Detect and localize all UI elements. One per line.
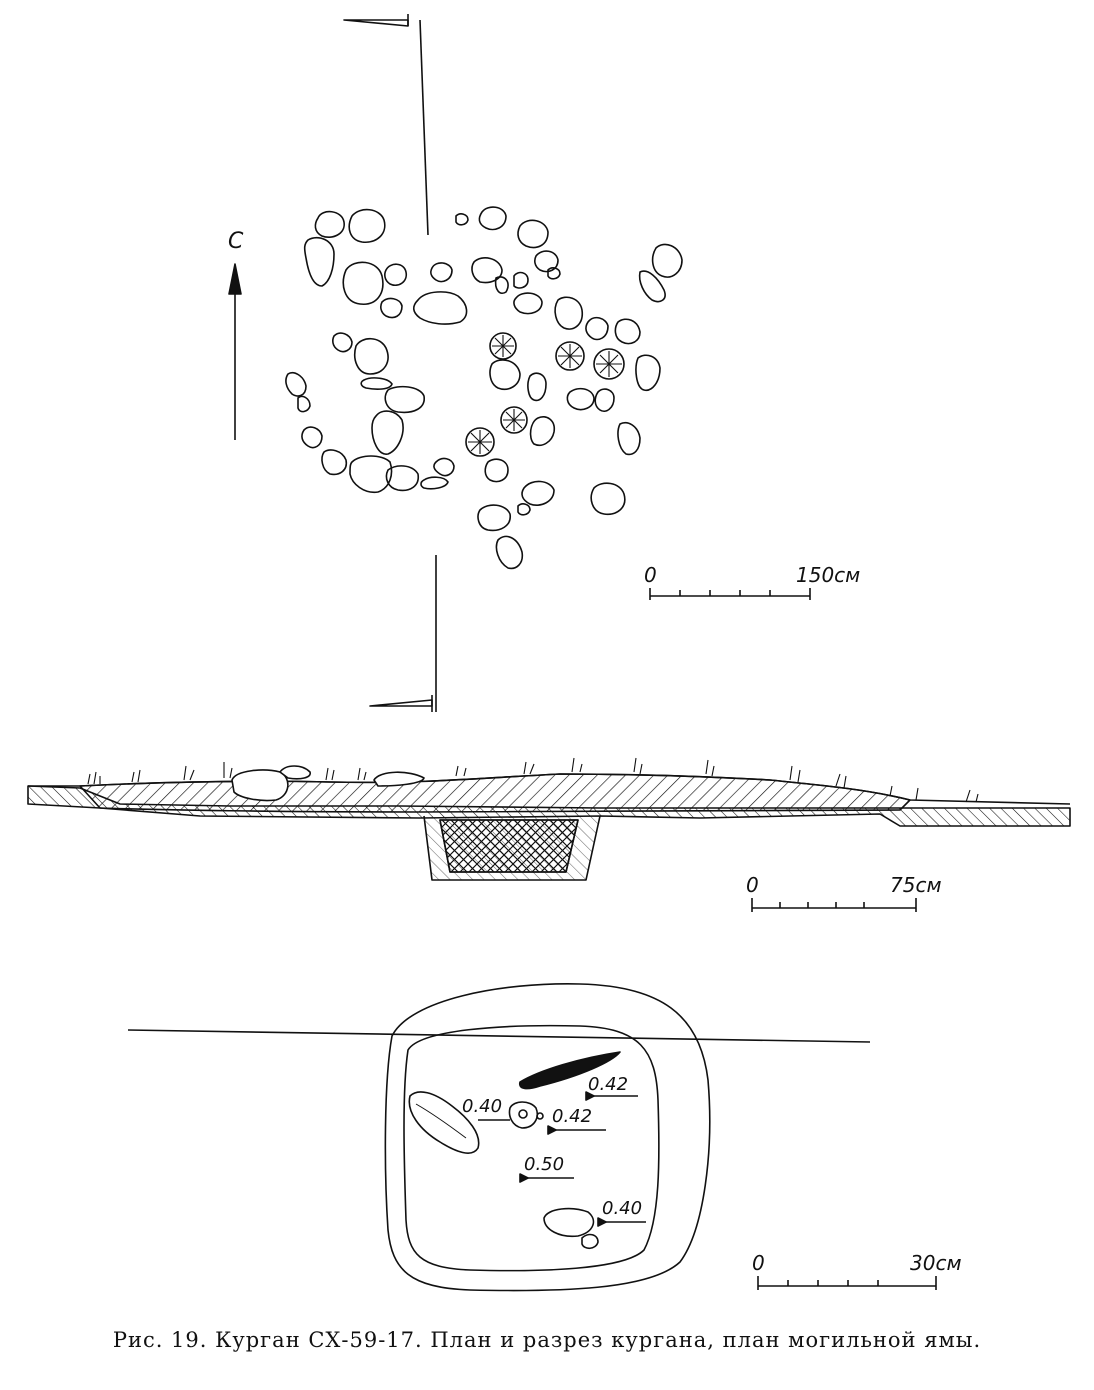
north-arrow-icon [228,263,242,440]
section-scale-end: 75см [890,873,942,897]
stone-cluster [285,206,683,570]
grave-pit-plan [127,983,937,1292]
plan-scale-zero: 0 [644,563,657,587]
north-label: С [228,229,244,254]
find-stone [543,1207,595,1238]
section-stone [231,769,289,802]
wheel-stone-icon [489,332,517,360]
depth-label: 0.50 [524,1154,564,1175]
section-stone [373,771,425,787]
wheel-stone-icon [500,406,528,434]
grass-tufts [87,757,979,803]
find-bone [408,1091,480,1154]
plan-scale-bar [649,588,811,600]
section-stone [279,765,311,780]
section-line [343,14,437,712]
pit-inner-contour [403,1024,660,1272]
wheel-stone-icon [555,341,585,371]
section-scale-bar [751,898,917,912]
wheel-stone-icon [465,427,495,457]
mound-fill [79,773,911,813]
depth-label: 0.42 [552,1106,592,1127]
wheel-stone-icon [593,348,625,380]
pit-scale-bar [757,1276,937,1290]
find-elongated [518,1051,621,1090]
pit-scale-end: 30см [910,1251,962,1275]
depth-markers [478,1091,646,1227]
pit-outer-contour [384,983,711,1292]
depth-label: 0.40 [462,1096,502,1117]
find-vessel [508,1101,538,1129]
depth-label: 0.42 [588,1074,628,1095]
plan-scale-end: 150см [796,563,860,587]
surface-line [28,773,1071,805]
pit-axis-line [127,1029,871,1043]
pit-scale-zero: 0 [752,1251,765,1275]
marked-stones [465,332,625,457]
section-scale-zero: 0 [746,873,759,897]
figure-caption: Рис. 19. Курган СХ-59-17. План и разрез … [112,1328,982,1352]
depth-label: 0.40 [602,1198,642,1219]
kurgan-plan [228,14,811,712]
kurgan-section [27,757,1071,912]
